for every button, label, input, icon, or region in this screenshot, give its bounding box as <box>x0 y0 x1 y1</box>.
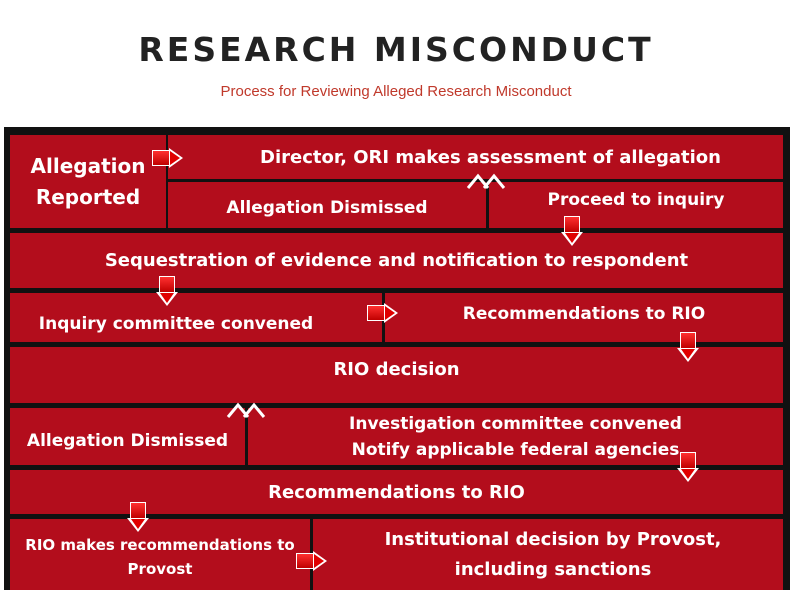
recommendations-to-rio-box-1: Recommendations to RIO <box>385 293 783 342</box>
allegation-reported-box: Allegation Reported <box>10 135 166 228</box>
arrow-down-icon <box>676 332 700 364</box>
arrow-right-icon <box>152 147 186 169</box>
arrow-right-icon <box>296 550 330 572</box>
inquiry-committee-box: Inquiry committee convened <box>10 293 382 342</box>
arrow-down-icon <box>676 452 700 484</box>
proceed-to-inquiry-box: Proceed to inquiry <box>489 182 783 228</box>
investigation-committee-box: Investigation committee convened Notify … <box>248 408 783 465</box>
director-assessment-box: Director, ORI makes assessment of allega… <box>168 135 783 179</box>
allegation-dismissed-box-2: Allegation Dismissed <box>10 408 245 465</box>
rio-recommendations-box: RIO makes recommendations to Provost <box>10 519 310 590</box>
institutional-decision-box: Institutional decision by Provost, inclu… <box>313 519 783 590</box>
arrow-down-icon <box>155 276 179 308</box>
allegation-dismissed-box-1: Allegation Dismissed <box>168 182 486 228</box>
investigation-line-1: Investigation committee convened <box>349 413 682 434</box>
split-chevron-icon <box>226 402 266 418</box>
arrow-down-icon <box>560 216 584 248</box>
split-chevron-icon <box>466 173 506 189</box>
arrow-down-icon <box>126 502 150 534</box>
rio-decision-box: RIO decision <box>10 347 783 403</box>
page-subtitle: Process for Reviewing Alleged Research M… <box>220 83 572 100</box>
sequestration-box: Sequestration of evidence and notificati… <box>10 233 783 288</box>
page-title: RESEARCH MISCONDUCT <box>138 30 654 69</box>
arrow-right-icon <box>367 302 401 324</box>
investigation-line-2: Notify applicable federal agencies <box>351 439 680 460</box>
